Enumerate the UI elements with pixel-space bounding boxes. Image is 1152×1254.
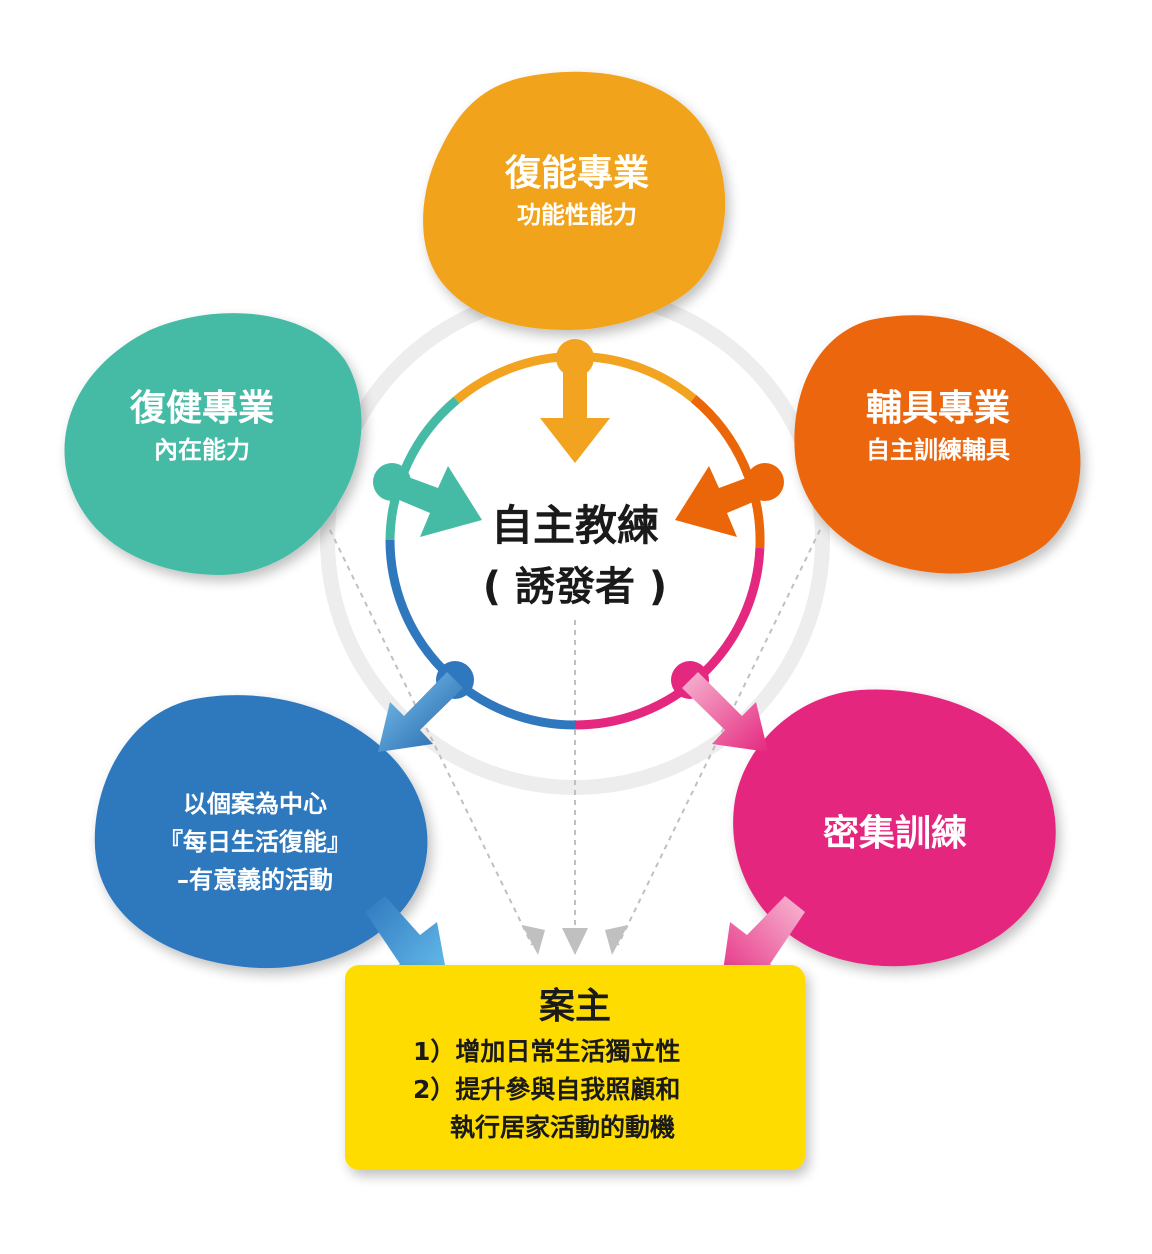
node-right-shape [794, 315, 1081, 574]
node-right-title: 輔具專業 [866, 388, 1010, 429]
node-bottom-left-line-3: –有意義的活動 [177, 866, 333, 894]
arrow-top [540, 358, 610, 463]
arrow-right [675, 466, 772, 537]
node-top-title: 復能專業 [504, 153, 649, 194]
arrow-to-bottom-left [378, 672, 463, 752]
center-subtitle: ( 誘發者 ) [483, 564, 667, 610]
node-bottom-left-line-1: 以個案為中心 [183, 790, 327, 818]
arrow-to-bottom-right [682, 672, 768, 752]
arrow-left [385, 466, 482, 537]
client-box [345, 965, 805, 1170]
client-item-1: 1）增加日常生活獨立性 [413, 1037, 680, 1066]
node-top-shape [423, 71, 726, 331]
node-left-title: 復健專業 [129, 388, 274, 429]
node-bottom-left-shape [94, 695, 428, 969]
node-bottom-right-title: 密集訓練 [823, 812, 967, 854]
node-left-subtitle: 內在能力 [154, 436, 250, 464]
node-bottom-left-line-2: 『每日生活復能』 [159, 828, 351, 856]
center-disc [335, 300, 815, 780]
client-item-2: 2）提升參與自我照顧和 [413, 1075, 680, 1104]
node-left-shape [64, 313, 362, 575]
node-right-subtitle: 自主訓練輔具 [866, 436, 1010, 464]
node-bottom-right-shape [733, 689, 1056, 967]
node-top-subtitle: 功能性能力 [517, 201, 637, 229]
client-title: 案主 [539, 986, 611, 1027]
dashed-guide-heads [522, 925, 628, 955]
center-title: 自主教練 [491, 501, 659, 550]
client-item-3: 執行居家活動的動機 [450, 1113, 675, 1142]
